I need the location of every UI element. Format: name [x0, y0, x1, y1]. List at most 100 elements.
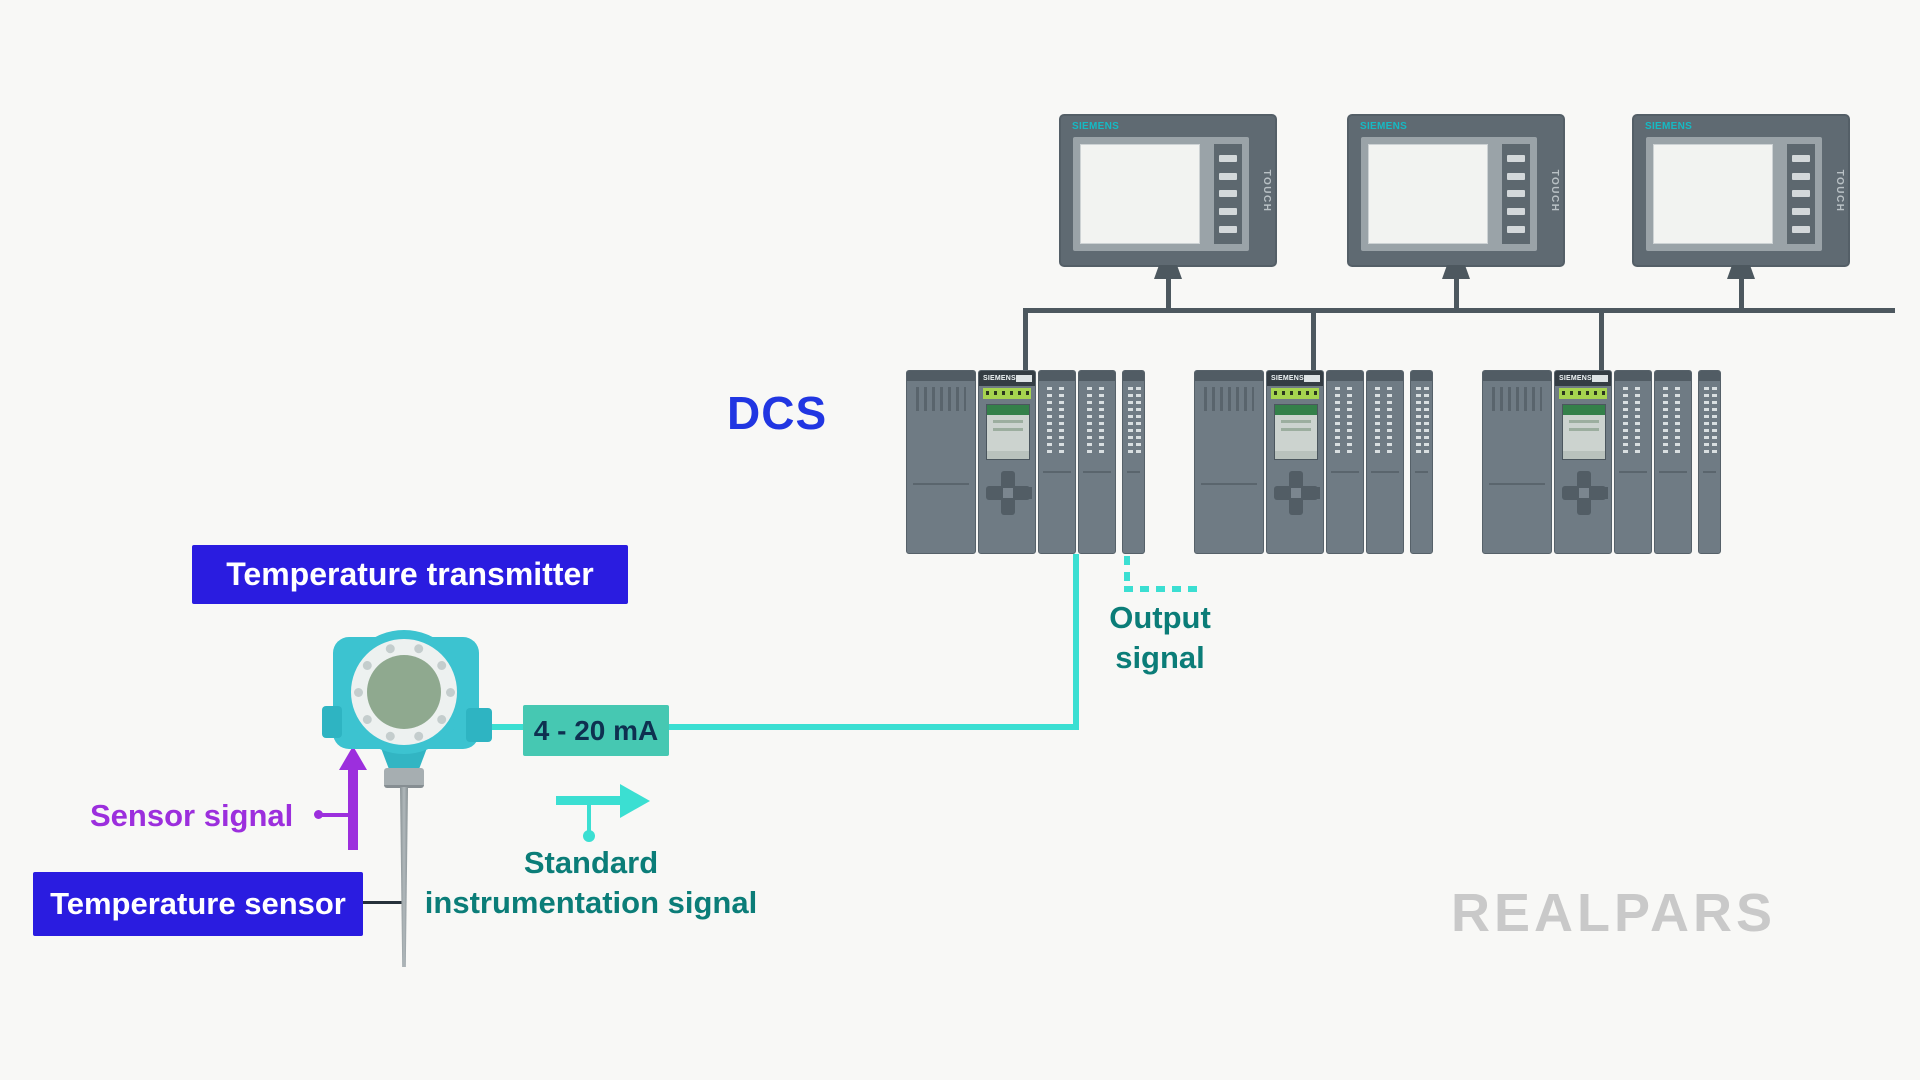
- display-footer: [987, 451, 1029, 459]
- hmi-key: [1507, 190, 1525, 198]
- module-seam: [1083, 471, 1111, 473]
- realpars-watermark: REALPARS: [1451, 883, 1777, 943]
- touch-label: TOUCH: [1549, 169, 1560, 212]
- io-led-column: [1704, 387, 1709, 453]
- plc-io-module: [1038, 370, 1076, 554]
- std-signal-label: Standard instrumentation signal: [421, 843, 761, 923]
- plc-power-module: [1482, 370, 1552, 554]
- cpu-led-row: [1559, 388, 1607, 399]
- plc-rack-1: SIEMENS: [906, 370, 1145, 554]
- display-footer: [1563, 451, 1605, 459]
- cpu-header: SIEMENS: [979, 371, 1035, 386]
- display-header: [1563, 405, 1605, 415]
- hmi-key: [1507, 226, 1525, 234]
- plc-cpu-module: SIEMENS: [1266, 370, 1324, 554]
- hmi-key: [1219, 190, 1237, 198]
- io-led-column: [1375, 387, 1380, 453]
- keypad-center: [1291, 488, 1301, 498]
- io-led-column: [1347, 387, 1352, 453]
- display-footer: [1275, 451, 1317, 459]
- hmi-function-keys: [1214, 144, 1242, 244]
- display-line: [1281, 420, 1311, 423]
- current-loop-wire-vertical: [1073, 554, 1079, 730]
- siemens-logo: SIEMENS: [1072, 121, 1120, 132]
- module-seam: [1331, 471, 1359, 473]
- io-led-column: [1623, 387, 1628, 453]
- transmitter-neck: [381, 748, 427, 770]
- std-signal-arrow-shaft: [556, 796, 620, 805]
- module-seam: [1415, 471, 1428, 473]
- hmi-function-keys: [1787, 144, 1815, 244]
- hmi-key: [1507, 154, 1525, 162]
- cpu-type-label: [1592, 375, 1608, 382]
- hmi-bezel: [1073, 137, 1249, 251]
- cpu-keypad: [1562, 471, 1606, 515]
- sensor-probe: [400, 787, 408, 967]
- display-line: [993, 420, 1023, 423]
- output-signal-line2: signal: [1115, 640, 1205, 675]
- plc-io-module: [1366, 370, 1404, 554]
- siemens-logo: SIEMENS: [1645, 121, 1693, 132]
- std-signal-line1: Standard: [523, 845, 659, 880]
- transmitter-callout: Temperature transmitter: [192, 545, 628, 604]
- hmi-key: [1792, 154, 1810, 162]
- dcs-label: DCS: [727, 387, 828, 439]
- hmi-key: [1219, 208, 1237, 216]
- hmi-panel-3: SIEMENS TOUCH: [1632, 114, 1850, 279]
- siemens-logo: SIEMENS: [1559, 375, 1592, 382]
- plc-drop-line-1: [1023, 308, 1028, 370]
- module-seam: [1201, 483, 1257, 485]
- cpu-type-label: [1016, 375, 1032, 382]
- plc-power-module: [1194, 370, 1264, 554]
- io-led-column: [1087, 387, 1092, 453]
- io-led-column: [1136, 387, 1141, 453]
- hmi-drop-line-3: [1739, 278, 1744, 312]
- module-seam: [1703, 471, 1716, 473]
- module-seam: [1127, 471, 1140, 473]
- plc-drop-line-3: [1599, 308, 1604, 370]
- cpu-button: [1023, 487, 1032, 499]
- plc-drop-line-2: [1311, 308, 1316, 370]
- hmi-panel-1: SIEMENS TOUCH: [1059, 114, 1277, 279]
- io-led-column: [1424, 387, 1429, 453]
- plc-power-module: [906, 370, 976, 554]
- io-led-column: [1099, 387, 1104, 453]
- siemens-logo: SIEMENS: [983, 375, 1016, 382]
- plc-rack-3: SIEMENS: [1482, 370, 1721, 554]
- module-seam: [1371, 471, 1399, 473]
- hmi-screen: [1368, 144, 1488, 244]
- cpu-button: [1599, 487, 1608, 499]
- display-line: [1281, 428, 1311, 431]
- cpu-keypad: [986, 471, 1030, 515]
- hmi-key: [1792, 172, 1810, 180]
- hmi-stand: [1442, 265, 1470, 279]
- std-signal-pointer-dot: [583, 830, 595, 842]
- module-seam: [1043, 471, 1071, 473]
- output-signal-dash-horizontal: [1124, 586, 1200, 592]
- plc-rack-2: SIEMENS: [1194, 370, 1433, 554]
- cpu-keypad: [1274, 471, 1318, 515]
- hmi-drop-line-1: [1166, 278, 1171, 312]
- cpu-header: SIEMENS: [1267, 371, 1323, 386]
- touch-label: TOUCH: [1834, 169, 1845, 212]
- plc-io-module: [1654, 370, 1692, 554]
- hmi-function-keys: [1502, 144, 1530, 244]
- plc-cpu-module: SIEMENS: [1554, 370, 1612, 554]
- display-header: [987, 405, 1029, 415]
- keypad-center: [1579, 488, 1589, 498]
- hmi-key: [1219, 154, 1237, 162]
- output-signal-dash-vertical: [1124, 556, 1130, 592]
- plc-io-module: [1698, 370, 1721, 554]
- display-header: [1275, 405, 1317, 415]
- io-led-column: [1663, 387, 1668, 453]
- hmi-panel-2: SIEMENS TOUCH: [1347, 114, 1565, 279]
- sensor-signal-arrow-head: [339, 746, 367, 770]
- hmi-key: [1792, 190, 1810, 198]
- cpu-led-row: [1271, 388, 1319, 399]
- std-signal-line2: instrumentation signal: [424, 885, 758, 920]
- std-signal-pointer-line: [587, 805, 591, 832]
- hmi-screen: [1080, 144, 1200, 244]
- io-led-column: [1059, 387, 1064, 453]
- plc-io-module: [1410, 370, 1433, 554]
- hmi-key: [1219, 172, 1237, 180]
